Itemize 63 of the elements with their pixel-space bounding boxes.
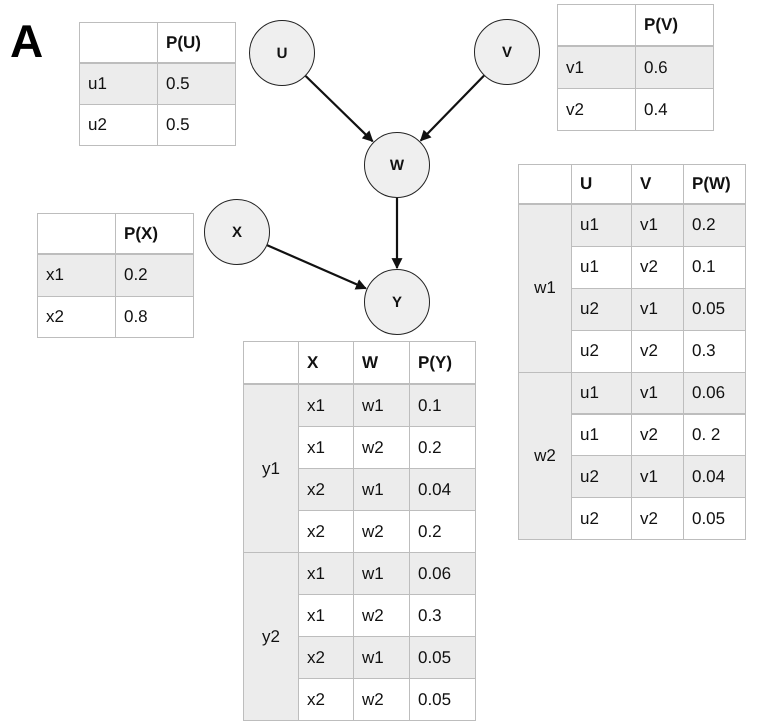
column-header: U [571,164,632,205]
table-cell: 0.05 [409,636,476,679]
table-cell: u1 [571,372,632,414]
table-cell: w1 [353,552,410,595]
table-cell: 0.2 [115,254,194,296]
table-cell: w1 [353,384,410,427]
table-cell: u1 [79,63,158,105]
table-cell: 0.6 [635,46,714,89]
table-cell: 0.05 [683,288,746,331]
node-label: X [232,224,242,240]
node-label: W [390,156,404,174]
table-cell: x2 [298,636,354,679]
table-cell: 0.04 [683,455,746,498]
table-cell: x1 [37,254,116,296]
table-cell: 0.5 [157,63,236,105]
arrow [420,74,485,142]
table-cell: 0. 2 [683,414,746,456]
panel-letter: A [10,18,44,64]
table-cell: v1 [631,372,684,414]
arrow [266,244,367,290]
column-header: P(W) [683,164,746,205]
table-cell: v1 [631,288,684,331]
table-cell: x1 [298,552,354,595]
arrow [304,75,374,142]
column-header: W [353,341,410,385]
table-cell: 0.05 [683,497,746,540]
column-header: X [298,341,354,385]
table-cell: x1 [298,384,354,427]
row-group-cell: w1 [518,204,572,373]
table-cell: x2 [298,468,354,511]
variable-circle [364,132,430,198]
column-header: P(U) [157,22,236,64]
column-header: P(Y) [409,341,476,385]
node-label: V [502,44,512,60]
row-group-cell: y2 [243,552,299,721]
column-header: P(V) [635,4,714,47]
table-cell: x2 [37,296,116,338]
table-cell: 0.06 [409,552,476,595]
table-cell: u2 [571,288,632,331]
table-cell: 0.4 [635,88,714,131]
table-cell: 0.05 [409,678,476,721]
node-label: Y [392,294,402,310]
table-cell: v1 [557,46,636,89]
column-header: P(X) [115,213,194,255]
row-group-cell: y1 [243,384,299,553]
table-cell: 0.5 [157,104,236,146]
table-cell: 0.8 [115,296,194,338]
table-cell: 0.06 [683,372,746,414]
table-cell: w1 [353,468,410,511]
table-cell: u2 [571,455,632,498]
table-cell: v1 [631,455,684,498]
table-cell: 0.04 [409,468,476,511]
row-group-cell: w2 [518,372,572,540]
table-cell: w1 [353,636,410,679]
arrow [392,198,402,270]
column-header: V [631,164,684,205]
table-cell: u2 [79,104,158,146]
table-cell: 0.1 [409,384,476,427]
node-label: U [276,44,288,62]
table-cell: v1 [631,204,684,247]
table-cell: 0.2 [683,204,746,247]
table-cell: v2 [557,88,636,131]
table-cell: u1 [571,204,632,247]
